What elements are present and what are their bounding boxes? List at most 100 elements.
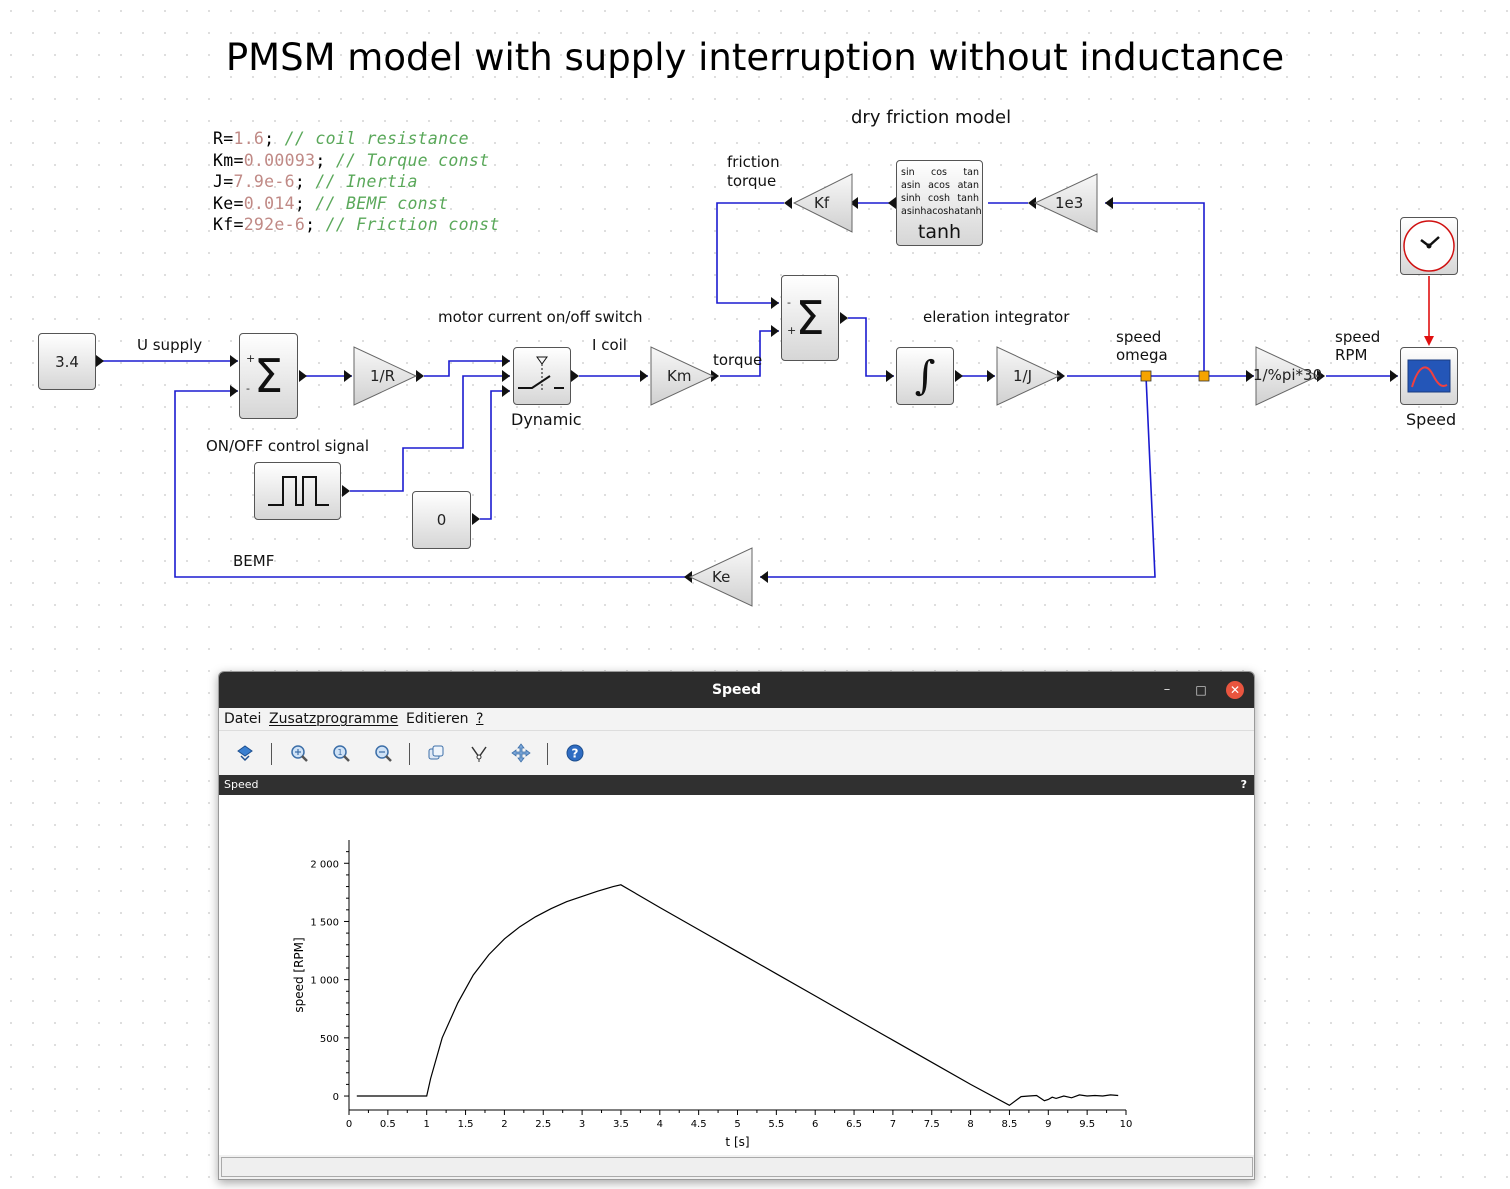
x-tick-label: 1 bbox=[424, 1119, 430, 1130]
code-line: R=1.6; // coil resistance bbox=[213, 129, 469, 148]
close-icon[interactable]: ✕ bbox=[1226, 681, 1244, 699]
y-tick-label: 1 000 bbox=[310, 976, 339, 987]
rotate-icon[interactable] bbox=[235, 743, 255, 763]
code-comment: // coil resistance bbox=[284, 129, 469, 148]
x-tick-label: 1.5 bbox=[458, 1119, 474, 1130]
dock-help-icon[interactable]: ? bbox=[1240, 778, 1247, 791]
toolbar-separator bbox=[409, 743, 410, 765]
menu-bar: Datei Zusatzprogramme Editieren ? bbox=[219, 708, 1254, 730]
integrator-block[interactable]: ∫ bbox=[896, 347, 954, 405]
window-titlebar[interactable]: Speed – □ ✕ bbox=[219, 672, 1254, 708]
x-tick-label: 5.5 bbox=[768, 1119, 784, 1130]
toolbar: 1 ? bbox=[219, 730, 1254, 775]
speed-rpm-label-2: RPM bbox=[1335, 346, 1368, 364]
trig-function-name: asin bbox=[901, 180, 921, 191]
speed-rpm-label-1: speed bbox=[1335, 328, 1381, 346]
y-axis-label: speed [RPM] bbox=[292, 937, 306, 1012]
gain-rpm-label: 1/%pi*30 bbox=[1253, 366, 1322, 384]
trig-row: sinh cosh tanh bbox=[901, 192, 979, 205]
x-tick-label: 0 bbox=[346, 1119, 352, 1130]
gain-r-label: 1/R bbox=[370, 367, 395, 385]
menu-editieren[interactable]: Editieren bbox=[406, 711, 469, 727]
clock-block[interactable] bbox=[1400, 217, 1458, 275]
sum-block-supply[interactable]: Σ + - bbox=[239, 333, 298, 419]
x-tick-label: 9 bbox=[1045, 1119, 1051, 1130]
pan-icon[interactable] bbox=[511, 743, 531, 763]
switch-block[interactable] bbox=[513, 347, 571, 405]
scope-block[interactable] bbox=[1400, 347, 1458, 405]
const-zero-value: 0 bbox=[436, 511, 447, 529]
trig-function-name: asinh bbox=[901, 206, 927, 217]
dock-titlebar[interactable]: Speed ? bbox=[219, 775, 1254, 795]
dry-friction-label: dry friction model bbox=[851, 107, 1012, 128]
pulse-generator-block[interactable] bbox=[254, 462, 341, 520]
copy-icon[interactable] bbox=[426, 743, 446, 763]
code-comment: // Torque const bbox=[335, 150, 490, 170]
x-tick-label: 2 bbox=[501, 1119, 507, 1130]
gain-km-label: Km bbox=[667, 367, 691, 385]
x-tick-label: 8 bbox=[967, 1119, 973, 1130]
x-tick-label: 3.5 bbox=[613, 1119, 629, 1130]
gain-kf-label: Kf bbox=[814, 194, 830, 212]
zoom-in-icon[interactable] bbox=[289, 743, 309, 763]
trig-function-name: atanh bbox=[954, 206, 982, 217]
trig-function-name: acos bbox=[928, 180, 950, 191]
code-variable: J bbox=[213, 172, 224, 191]
zoom-reset-icon[interactable]: 1 bbox=[331, 743, 351, 763]
zoom-out-icon[interactable] bbox=[373, 743, 393, 763]
maximize-icon[interactable]: □ bbox=[1195, 683, 1207, 697]
trig-function-name: sinh bbox=[901, 193, 921, 204]
code-variable: R bbox=[213, 129, 224, 148]
toolbar-separator bbox=[547, 743, 548, 765]
tanh-label: tanh bbox=[917, 221, 962, 243]
trig-function-name: atan bbox=[957, 180, 979, 191]
x-tick-label: 6 bbox=[812, 1119, 818, 1130]
menu-help[interactable]: ? bbox=[476, 711, 484, 727]
minimize-icon[interactable]: – bbox=[1163, 682, 1171, 697]
bemf-label: BEMF bbox=[233, 552, 275, 570]
torque-label: torque bbox=[713, 351, 763, 369]
dock-title: Speed bbox=[224, 778, 259, 791]
menu-zusatzprogramme[interactable]: Zusatzprogramme bbox=[269, 711, 399, 727]
x-axis-label: t [s] bbox=[725, 1135, 749, 1149]
y-tick-label: 500 bbox=[320, 1034, 339, 1045]
datatip-icon[interactable] bbox=[469, 743, 489, 763]
help-icon[interactable]: ? bbox=[565, 743, 585, 763]
sigma-icon: Σ bbox=[795, 291, 825, 345]
graphic-window[interactable]: Speed – □ ✕ Datei Zusatzprogramme Editie… bbox=[218, 671, 1255, 1180]
speed-omega-label-1: speed bbox=[1116, 328, 1162, 346]
integrator-label: eleration integrator bbox=[923, 308, 1070, 326]
const-zero-block[interactable]: 0 bbox=[412, 491, 471, 549]
diagram-title: PMSM model with supply interruption with… bbox=[225, 36, 1285, 79]
x-tick-label: 9.5 bbox=[1079, 1119, 1095, 1130]
const-supply-block[interactable]: 3.4 bbox=[38, 333, 96, 390]
y-tick-label: 2 000 bbox=[310, 859, 339, 870]
x-tick-label: 6.5 bbox=[846, 1119, 862, 1130]
trig-function-name: tanh bbox=[957, 193, 979, 204]
code-variable: Ke bbox=[213, 193, 234, 213]
x-tick-label: 7 bbox=[890, 1119, 896, 1130]
switch-icon bbox=[518, 356, 564, 390]
trig-function-name: cosh bbox=[928, 193, 951, 204]
sum-sign-plus: + bbox=[787, 324, 797, 337]
code-line: Ke=0.014; // BEMF const bbox=[213, 193, 449, 213]
code-line: J=7.9e-6; // Inertia bbox=[213, 172, 418, 191]
code-variable: Kf bbox=[213, 215, 234, 234]
code-comment: // BEMF const bbox=[315, 193, 449, 213]
code-comment: // Friction const bbox=[325, 215, 500, 234]
x-tick-label: 4.5 bbox=[691, 1119, 707, 1130]
sum-sign-plus: + bbox=[246, 352, 256, 365]
trig-function-name: tan bbox=[963, 167, 979, 178]
menu-datei[interactable]: Datei bbox=[224, 711, 262, 727]
sum-block-torque[interactable]: Σ - + bbox=[781, 275, 839, 361]
i-coil-label: I coil bbox=[592, 336, 627, 354]
x-tick-label: 10 bbox=[1120, 1119, 1133, 1130]
dynamic-label: Dynamic bbox=[511, 410, 582, 429]
